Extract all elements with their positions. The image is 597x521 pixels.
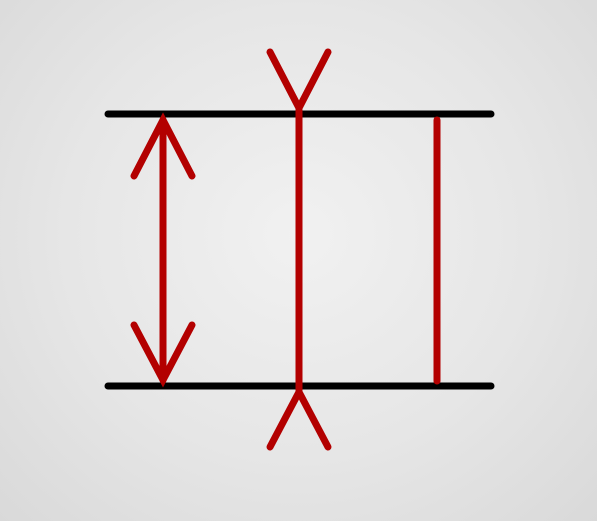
double-headed-arrow xyxy=(130,112,196,388)
double-arrow-bottom-head xyxy=(130,321,196,388)
pinching-arrow-pair xyxy=(266,48,332,451)
pinching-bottom-head xyxy=(266,384,332,451)
double-arrow-top-head xyxy=(130,112,196,180)
pinching-top-head xyxy=(266,48,332,116)
